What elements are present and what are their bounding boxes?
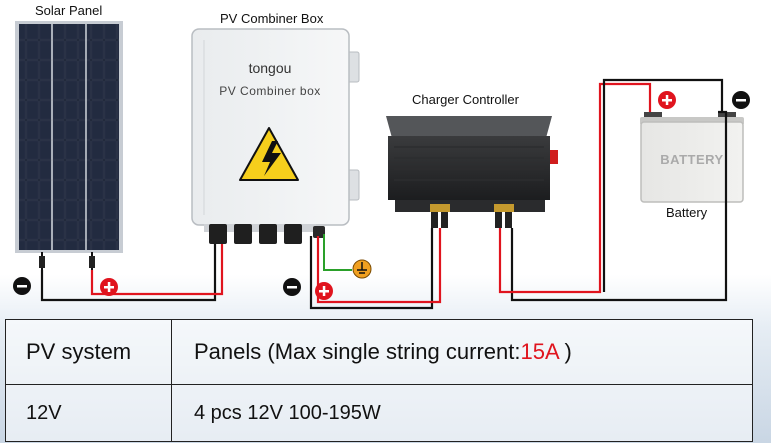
positive-terminal-icon: [315, 282, 333, 300]
battery-label: Battery: [666, 205, 708, 220]
mc4-connectors: [209, 224, 325, 244]
brand-logo: tongou: [249, 60, 292, 76]
combiner-box-label: PV Combiner Box: [220, 11, 324, 26]
table-row: 12V 4 pcs 12V 100-195W: [5, 384, 753, 442]
header-pv-system: PV system: [5, 319, 172, 385]
charge-controller: [386, 116, 558, 228]
cell-panels: 4 pcs 12V 100-195W: [171, 384, 753, 442]
ground-wire: [323, 234, 352, 271]
combiner-box-face-label: PV Combiner box: [219, 84, 321, 98]
negative-terminal-icon: [732, 91, 750, 109]
panel-leads: [39, 252, 95, 270]
solar-panel-label: Solar Panel: [35, 3, 103, 18]
solar-panel: [15, 21, 123, 253]
negative-terminal-icon: [13, 277, 31, 295]
table-header-row: PV system Panels (Max single string curr…: [5, 319, 753, 385]
warning-high-voltage-icon: [239, 127, 299, 181]
header-panels-prefix: Panels (Max single string current:: [194, 339, 521, 364]
battery-face-label: BATTERY: [660, 152, 723, 167]
combiner-box: [191, 28, 360, 244]
max-current-value: 15A: [520, 339, 559, 364]
wires: [40, 78, 728, 310]
negative-terminal-icon: [283, 278, 301, 296]
spec-table: PV system Panels (Max single string curr…: [5, 319, 753, 442]
cell-voltage: 12V: [5, 384, 172, 442]
controller-terminals: [430, 204, 514, 228]
header-panels-suffix: ): [558, 339, 572, 364]
header-panels: Panels (Max single string current:15A ): [171, 319, 753, 385]
charger-controller-label: Charger Controller: [412, 92, 519, 107]
positive-terminal-icon: [658, 91, 676, 109]
positive-terminal-icon: [100, 278, 118, 296]
ground-icon: [352, 259, 372, 279]
